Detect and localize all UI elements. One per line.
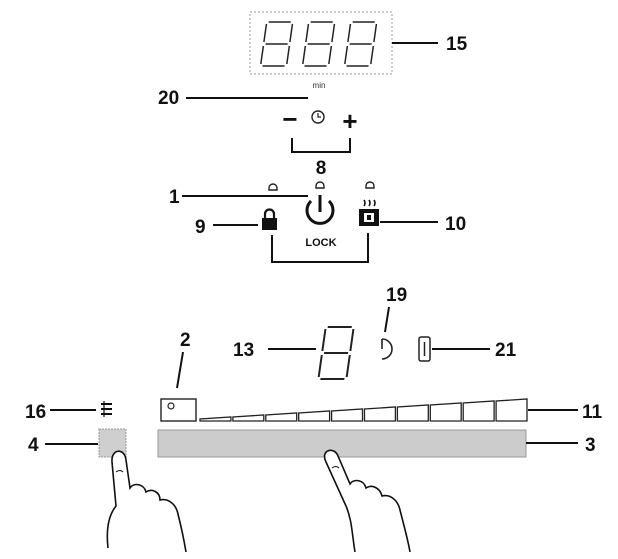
callout-4: 4: [28, 435, 39, 456]
lock-indicator-light: [268, 183, 278, 191]
power-level-bar-6[interactable]: [363, 406, 397, 422]
callout-13: 13: [233, 340, 254, 361]
callout-11: 11: [582, 402, 603, 423]
power-indicator-light: [315, 181, 325, 189]
callout-20: 20: [158, 88, 179, 109]
hand-left-icon: [106, 450, 187, 553]
pause-icon[interactable]: [381, 338, 393, 360]
callout-21: 21: [495, 340, 517, 361]
power-level-bar-7[interactable]: [396, 404, 429, 422]
callout-1: 1: [169, 187, 180, 208]
callout-2: 2: [180, 330, 191, 351]
power-level-bar-8[interactable]: [429, 402, 462, 422]
callout-15: 15: [446, 34, 468, 55]
power-level-bar-5[interactable]: [330, 408, 364, 422]
power-level-bar-1[interactable]: [199, 416, 232, 422]
clock-icon: [311, 110, 325, 124]
callout-line-2: [176, 351, 184, 389]
keepwarm-indicator-light: [365, 181, 375, 189]
timer-unit-label: min: [313, 81, 326, 90]
callout-10: 10: [445, 214, 466, 235]
power-level-display-digit: [317, 326, 355, 380]
stop-go-icon[interactable]: [160, 398, 197, 422]
timer-digit-1: [260, 21, 294, 67]
timer-minus-button[interactable]: −: [282, 104, 297, 134]
callout-16: 16: [25, 402, 46, 423]
power-level-bars: [199, 398, 528, 422]
lock-icon[interactable]: [262, 208, 277, 231]
bridge-icon[interactable]: [418, 336, 431, 362]
power-level-bar-9[interactable]: [462, 400, 495, 422]
lock-bracket: [271, 233, 369, 263]
keep-warm-icon[interactable]: [359, 199, 379, 226]
power-level-bar-10[interactable]: [495, 398, 528, 422]
timer-digit-3: [344, 21, 378, 67]
timer-digit-2: [302, 21, 336, 67]
timer-plus-button[interactable]: +: [342, 106, 357, 136]
power-level-bar-2[interactable]: [232, 414, 265, 422]
hand-right-icon: [323, 449, 411, 553]
callout-8: 8: [316, 158, 327, 179]
zone-indicator-icon: [101, 401, 112, 417]
power-slider-bar[interactable]: [157, 429, 527, 458]
power-icon[interactable]: [305, 195, 335, 225]
lock-label: LOCK: [305, 237, 336, 249]
power-level-bar-4[interactable]: [298, 410, 331, 422]
callout-19: 19: [386, 285, 407, 306]
callout-3: 3: [585, 435, 596, 456]
power-level-bar-3[interactable]: [265, 412, 298, 422]
timer-display: min: [249, 11, 393, 90]
callout-bracket-8: [291, 138, 351, 153]
callout-line-19: [384, 306, 390, 333]
callout-9: 9: [195, 217, 206, 238]
